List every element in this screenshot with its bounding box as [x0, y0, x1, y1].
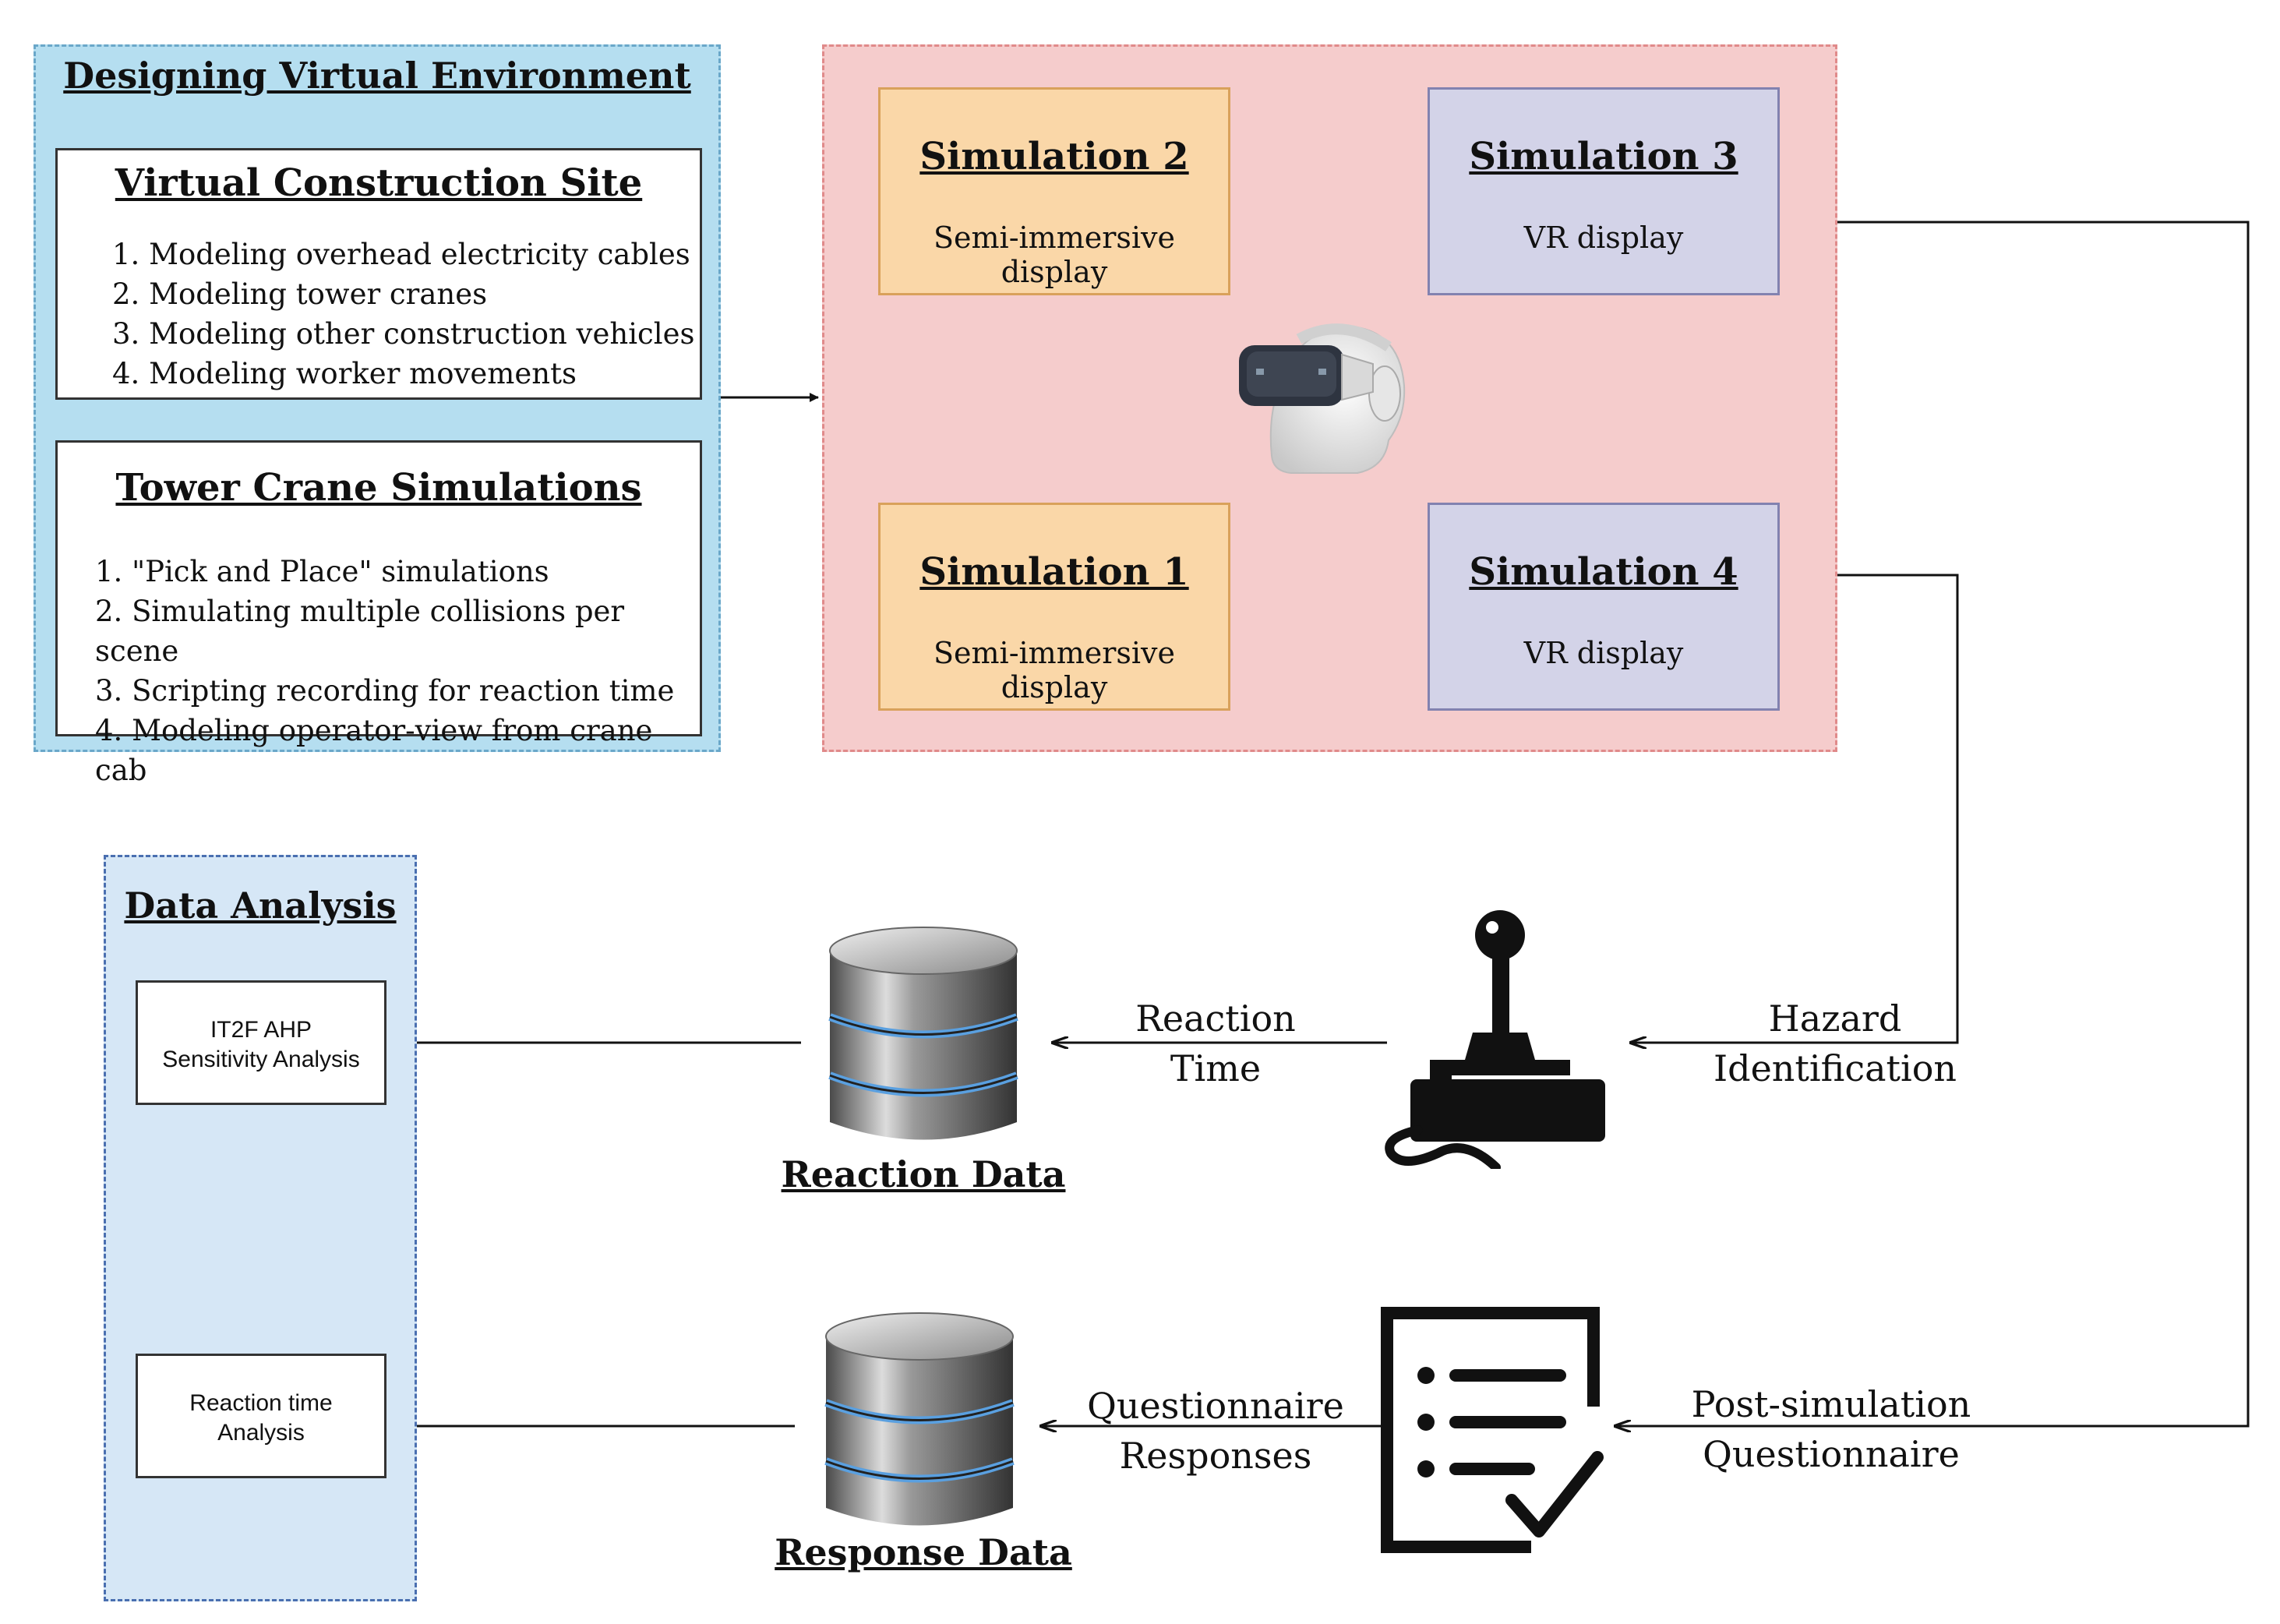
- virtual-site-box: Virtual Construction Site 1. Modeling ov…: [55, 148, 702, 400]
- hazard-identification-label: Hazard Identification: [1695, 994, 1975, 1093]
- hazard-line1: Hazard: [1768, 997, 1902, 1040]
- list-item: 1. Modeling overhead electricity cables: [112, 238, 690, 271]
- virtual-site-title: Virtual Construction Site: [115, 161, 643, 205]
- design-panel: Designing Virtual Environment Virtual Co…: [34, 44, 721, 787]
- crane-sim-list: 1. "Pick and Place" simulations 2. Simul…: [95, 552, 700, 790]
- connector-sim3-to-checklist: [1615, 221, 2250, 1426]
- questionnaire-responses-line2: Responses: [1119, 1435, 1312, 1477]
- ahp-analysis-line2: Sensitivity Analysis: [162, 1047, 360, 1072]
- simulation-1-title: Simulation 1: [919, 550, 1189, 594]
- simulation-2-display: Semi-immersive display: [933, 221, 1176, 289]
- reaction-time-analysis-box[interactable]: Reaction time Analysis: [136, 1354, 386, 1478]
- reaction-data-label: Reaction Data: [781, 1153, 1066, 1195]
- response-data-label: Response Data: [775, 1531, 1072, 1573]
- ahp-analysis-line1: IT2F AHP: [210, 1017, 312, 1043]
- data-analysis-panel: Data Analysis IT2F AHP Sensitivity Analy…: [104, 855, 417, 1601]
- questionnaire-responses-label: Questionnaire Responses: [1075, 1381, 1356, 1481]
- list-item: 3. Scripting recording for reaction time: [95, 674, 675, 708]
- database-icon: [824, 1312, 1015, 1526]
- simulation-1-box[interactable]: Simulation 1 Semi-immersive display: [878, 503, 1230, 711]
- simulation-3-title: Simulation 3: [1469, 135, 1738, 178]
- connector-sim4-to-joystick: [1630, 574, 1959, 1043]
- list-item: 4. Modeling worker movements: [112, 357, 577, 390]
- list-item: 4. Modeling operator-view from crane cab: [95, 714, 653, 787]
- post-simulation-line1: Post-simulation: [1691, 1383, 1971, 1425]
- hazard-line2: Identification: [1713, 1047, 1957, 1089]
- list-item: 2. Modeling tower cranes: [112, 277, 488, 311]
- simulation-3-display: VR display: [1523, 221, 1684, 255]
- simulation-4-box[interactable]: Simulation 4 VR display: [1428, 503, 1780, 711]
- simulation-2-title: Simulation 2: [919, 135, 1189, 178]
- questionnaire-responses-line1: Questionnaire: [1087, 1385, 1344, 1427]
- crane-sim-title: Tower Crane Simulations: [115, 466, 642, 510]
- reaction-time-analysis-line2: Analysis: [217, 1420, 305, 1446]
- reaction-time-label: Reaction Time: [1106, 994, 1325, 1093]
- reaction-time-line2: Time: [1170, 1047, 1262, 1089]
- checklist-icon: [1381, 1307, 1604, 1553]
- ahp-analysis-box[interactable]: IT2F AHP Sensitivity Analysis: [136, 980, 386, 1105]
- reaction-time-analysis-line1: Reaction time: [189, 1390, 333, 1416]
- simulation-1-display: Semi-immersive display: [933, 636, 1176, 704]
- vr-headset-icon: [1239, 323, 1406, 474]
- simulation-3-box[interactable]: Simulation 3 VR display: [1428, 87, 1780, 295]
- list-item: 2. Simulating multiple collisions per sc…: [95, 595, 625, 668]
- list-item: 1. "Pick and Place" simulations: [95, 555, 549, 588]
- list-item: 3. Modeling other construction vehicles: [112, 317, 695, 351]
- database-icon: [828, 927, 1018, 1140]
- post-simulation-label: Post-simulation Questionnaire: [1671, 1379, 1991, 1479]
- crane-sim-box: Tower Crane Simulations 1. "Pick and Pla…: [55, 440, 702, 787]
- virtual-site-list: 1. Modeling overhead electricity cables …: [112, 235, 694, 394]
- post-simulation-line2: Questionnaire: [1703, 1433, 1960, 1475]
- joystick-icon: [1385, 910, 1605, 1169]
- simulation-2-box[interactable]: Simulation 2 Semi-immersive display: [878, 87, 1230, 295]
- data-analysis-title: Data Analysis: [124, 884, 397, 927]
- reaction-time-line1: Reaction: [1135, 997, 1296, 1040]
- simulation-4-title: Simulation 4: [1469, 550, 1738, 594]
- simulation-4-display: VR display: [1523, 636, 1684, 670]
- design-panel-title: Designing Virtual Environment: [63, 55, 691, 97]
